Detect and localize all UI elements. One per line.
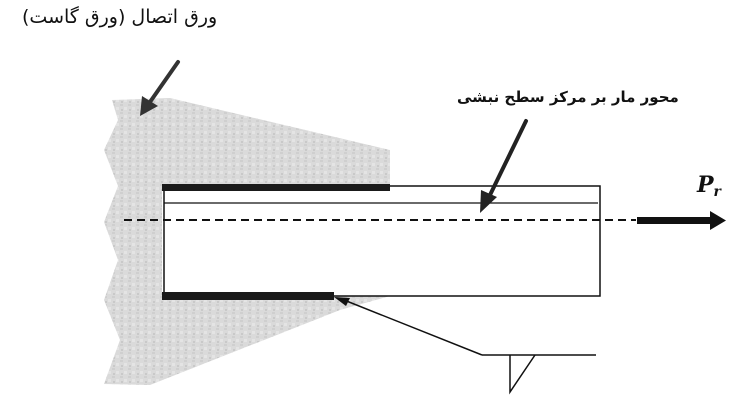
force-label: Pr — [697, 172, 721, 200]
force-symbol: P — [697, 172, 714, 198]
force-arrow — [637, 211, 726, 230]
gusset-plate-label: ورق اتصال (ورق گاست) — [22, 6, 218, 28]
gusset-plate — [104, 98, 390, 385]
top-weld — [162, 184, 390, 191]
weld-symbol — [334, 297, 596, 395]
bottom-weld — [162, 292, 334, 300]
axis-leader-arrow — [480, 119, 528, 213]
gusset-leader-arrow — [140, 60, 180, 116]
centroid-axis-label: محور مار بر مرکز سطح نبشی — [457, 88, 679, 106]
force-subscript: r — [713, 184, 721, 200]
